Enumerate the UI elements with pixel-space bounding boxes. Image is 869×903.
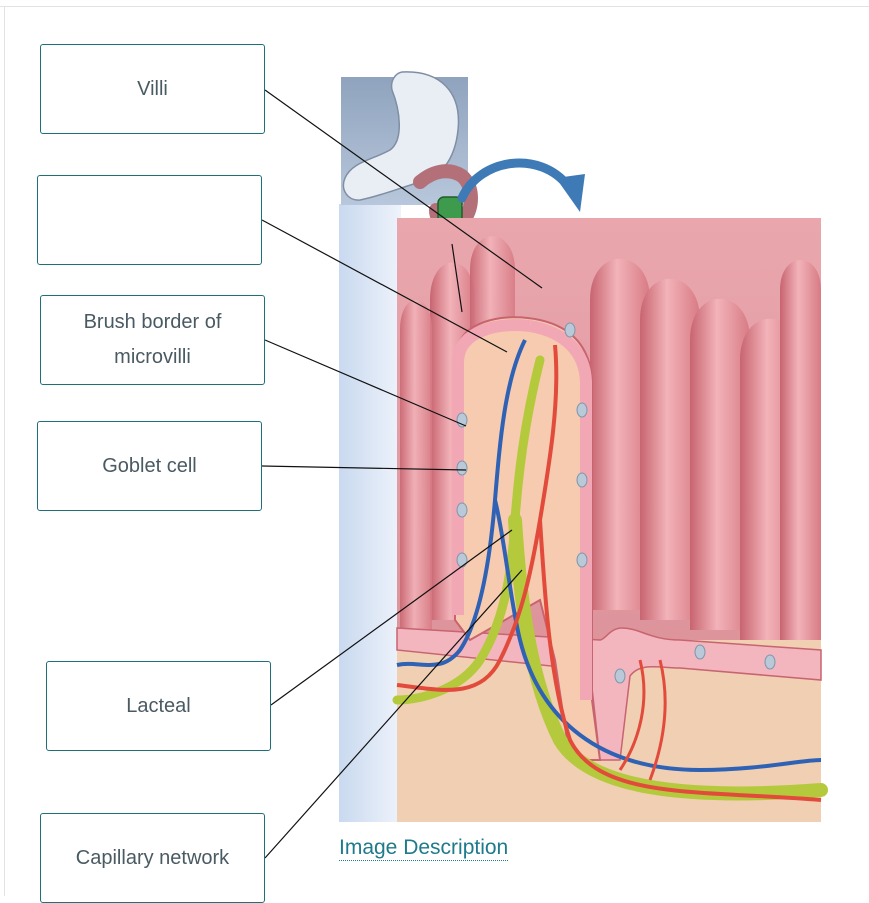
leader-lines xyxy=(261,89,543,859)
label-text-goblet-cell: Goblet cell xyxy=(102,454,197,477)
top-divider xyxy=(0,6,869,7)
label-text-capillary-network: Capillary network xyxy=(75,846,230,869)
zoom-arrow-head xyxy=(556,174,585,212)
image-description-link[interactable]: Image Description xyxy=(339,836,509,861)
label-box-villi[interactable]: Villi xyxy=(40,44,265,134)
label-box-lacteal[interactable]: Lacteal xyxy=(46,661,271,751)
label-box-blank[interactable] xyxy=(37,175,262,265)
label-text-villi: Villi xyxy=(137,77,168,100)
zoom-arrow xyxy=(457,158,573,203)
vein-network xyxy=(493,499,822,773)
goblet-cells xyxy=(456,322,776,684)
villus-epithelium-left xyxy=(452,319,531,615)
label-box-brush-border[interactable]: Brush border of microvilli xyxy=(40,295,265,385)
label-box-goblet-cell[interactable]: Goblet cell xyxy=(37,421,262,511)
artery-network xyxy=(538,519,822,802)
label-text-lacteal: Lacteal xyxy=(126,694,191,717)
left-divider xyxy=(4,6,5,896)
epithelium-surface xyxy=(396,627,822,761)
label-box-capillary-network[interactable]: Capillary network xyxy=(40,813,265,903)
label-text-brush-border: Brush border of microvilli xyxy=(83,311,222,368)
background-panel xyxy=(339,204,401,822)
artery-capillaries xyxy=(396,344,559,692)
villus-epithelium-right xyxy=(528,320,592,700)
crypt-vessels xyxy=(618,659,667,781)
